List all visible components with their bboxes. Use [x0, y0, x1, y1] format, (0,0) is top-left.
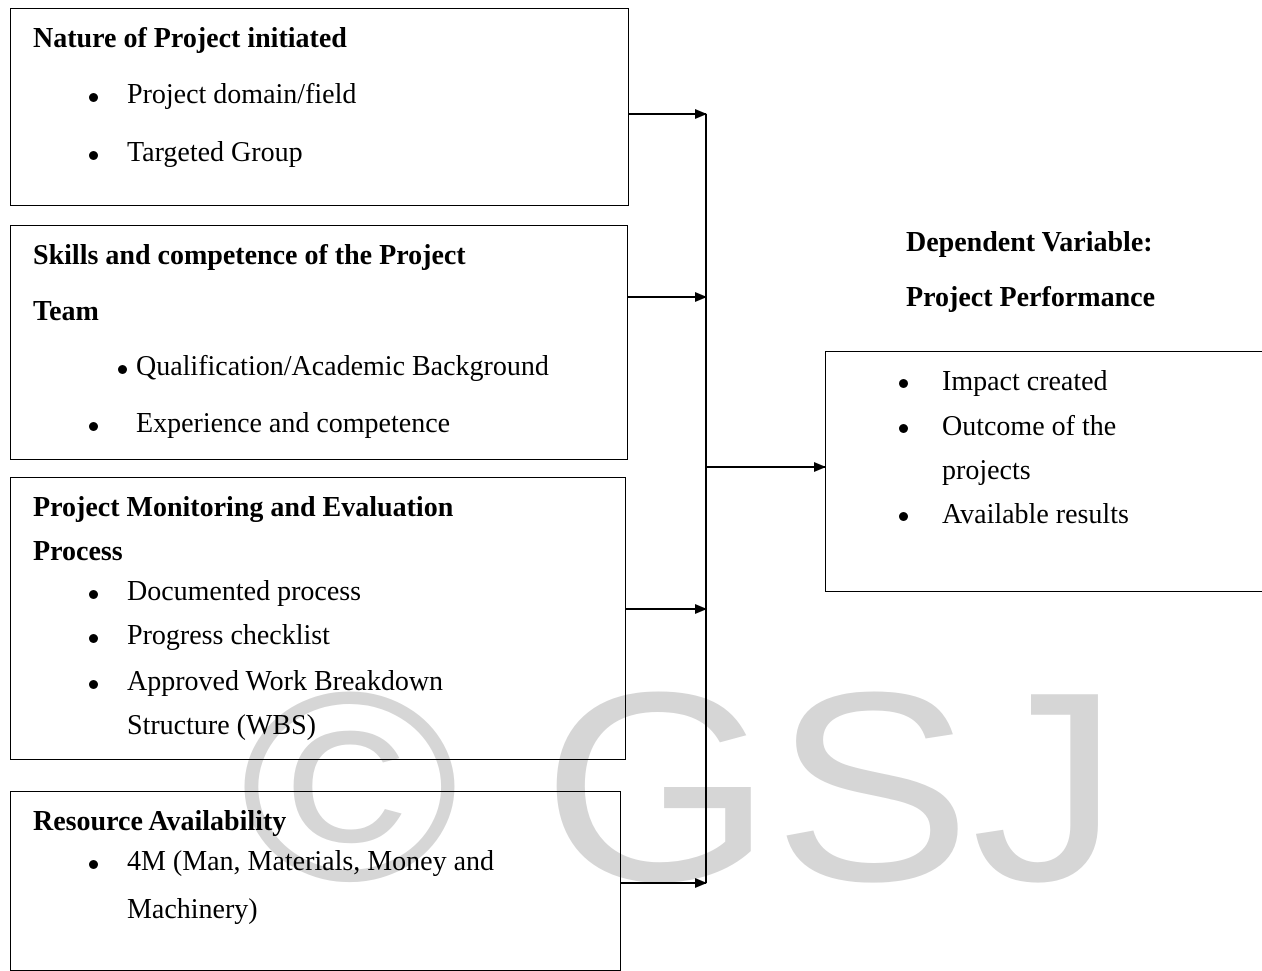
- bullet-dot: [899, 512, 908, 521]
- bullet-item-line1: Outcome of the: [942, 411, 1117, 442]
- bullet-item: Qualification/Academic Background: [136, 351, 549, 382]
- bullet-item-line2: projects: [942, 455, 1031, 486]
- box-project-performance: Impact created Outcome of the projects A…: [825, 351, 1262, 592]
- bullet-item: Project domain/field: [127, 79, 357, 110]
- bullet-dot: [899, 424, 908, 433]
- box-skills-and-competence: Skills and competence of the Project Tea…: [10, 225, 628, 460]
- box-heading-line2: Team: [33, 296, 99, 327]
- box-resource-availability: Resource Availability 4M (Man, Materials…: [10, 791, 621, 971]
- bullet-item-line1: 4M (Man, Materials, Money and: [127, 846, 495, 877]
- bullet-dot: [118, 365, 127, 374]
- bullet-dot: [899, 379, 908, 388]
- bullet-item-line1: Approved Work Breakdown: [127, 666, 444, 697]
- bullet-dot: [89, 151, 98, 160]
- bullet-dot: [89, 860, 98, 869]
- watermark: © GSJ: [240, 660, 1120, 900]
- watermark-text: © GSJ: [240, 660, 1120, 900]
- box-heading-line1: Skills and competence of the Project: [33, 240, 466, 271]
- box-heading: Resource Availability: [33, 806, 287, 837]
- bullet-dot: [89, 680, 98, 689]
- bullet-dot: [89, 93, 98, 102]
- bullet-item-line2: Machinery): [127, 894, 258, 925]
- bullet-item: Impact created: [942, 366, 1108, 397]
- bullet-item: Available results: [942, 499, 1129, 530]
- bullet-dot: [89, 422, 98, 431]
- bullet-dot: [89, 634, 98, 643]
- bullet-item: Progress checklist: [127, 620, 330, 651]
- box-heading: Nature of Project initiated: [33, 23, 347, 54]
- box-heading-line2: Process: [33, 536, 123, 567]
- box-nature-of-project: Nature of Project initiated Project doma…: [10, 8, 629, 206]
- bullet-item-line2: Structure (WBS): [127, 710, 316, 741]
- bullet-item: Experience and competence: [136, 408, 451, 439]
- box-monitoring-and-evaluation: Project Monitoring and Evaluation Proces…: [10, 477, 626, 760]
- dependent-variable-title-line2: Project Performance: [906, 282, 1155, 313]
- bullet-item: Targeted Group: [127, 137, 303, 168]
- box-heading-line1: Project Monitoring and Evaluation: [33, 492, 454, 523]
- bullet-item: Documented process: [127, 576, 362, 607]
- bullet-dot: [89, 590, 98, 599]
- dependent-variable-title-line1: Dependent Variable:: [906, 227, 1153, 258]
